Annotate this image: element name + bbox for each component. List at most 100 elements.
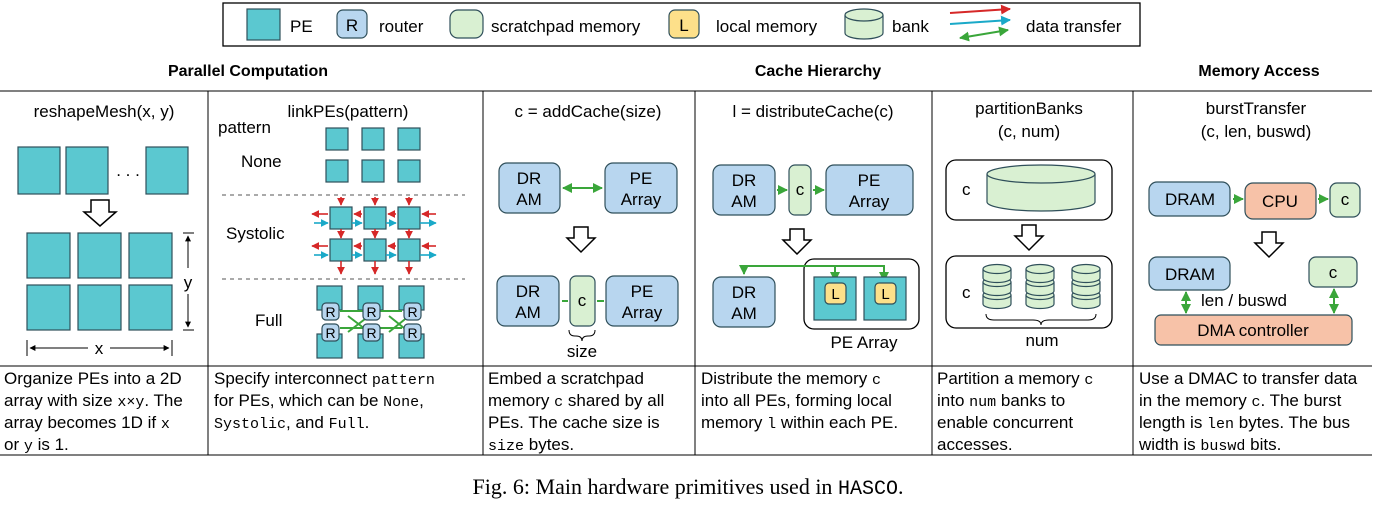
description-segment: Systolic xyxy=(214,416,286,433)
legend-local-swatch xyxy=(668,9,700,39)
description-segment: shared by all xyxy=(563,391,664,410)
pe-block xyxy=(17,146,61,195)
pe-block xyxy=(65,146,109,195)
description-segment: enable concurrent xyxy=(937,413,1073,432)
description-segment: array with size xyxy=(4,391,117,410)
description-segment: c xyxy=(872,372,881,389)
description-segment: array becomes 1D if xyxy=(4,413,161,432)
description-segment: Partition a memory xyxy=(937,369,1084,388)
description-segment: into xyxy=(937,391,969,410)
description-segment: PEs. The cache size is xyxy=(488,413,660,432)
pe-array-line-1: PE xyxy=(858,171,881,190)
description-segment: x×y xyxy=(117,394,144,411)
router-glyph: R xyxy=(407,304,417,320)
pe-block xyxy=(77,232,122,279)
pe-array-caption: PE Array xyxy=(830,333,898,352)
y-dimension-arrow xyxy=(183,232,194,331)
down-arrow-icon xyxy=(781,228,813,256)
burst-title-2: (c, len, buswd) xyxy=(1201,122,1312,141)
description-segment: memory xyxy=(488,391,554,410)
description-segment: len xyxy=(1207,416,1234,433)
dram-line-1: DR xyxy=(516,282,541,301)
description-segment: num xyxy=(969,394,996,411)
description-segment: banks to xyxy=(996,391,1065,410)
dram-line-2: AM xyxy=(731,304,757,323)
legend-pe-swatch xyxy=(246,8,281,41)
table-frame xyxy=(0,90,1372,456)
dram-box xyxy=(712,164,776,216)
description-segment: , and xyxy=(286,413,329,432)
scratchpad-c-label: c xyxy=(1341,190,1350,209)
scratchpad-c xyxy=(788,164,812,216)
down-arrow-icon xyxy=(1253,231,1285,259)
scratchpad-c-label: c xyxy=(578,291,587,310)
dma-controller-box xyxy=(1154,314,1353,346)
partition-title-2: (c, num) xyxy=(998,122,1060,141)
dram-line-2: AM xyxy=(516,190,542,209)
pattern-label: pattern xyxy=(218,118,271,137)
len-buswd-label: len / buswd xyxy=(1201,291,1287,310)
pe-block xyxy=(77,284,122,331)
x-dimension-arrow xyxy=(26,340,173,356)
ellipsis: . . . xyxy=(116,161,140,180)
scratchpad-c xyxy=(1308,256,1358,288)
bank-cylinder xyxy=(982,263,1012,284)
size-brace xyxy=(568,329,596,342)
scratchpad-c-label: c xyxy=(1329,263,1338,282)
description-segment: bytes. xyxy=(524,435,574,454)
pattern-none-label: None xyxy=(241,152,282,171)
local-memory-glyph: L xyxy=(831,286,839,303)
legend-transfer-label: data transfer xyxy=(1026,17,1122,36)
dram-line-2: AM xyxy=(731,192,757,211)
pe-block xyxy=(145,146,189,195)
description-segment: for PEs, which can be xyxy=(214,391,383,410)
legend-scratchpad-swatch xyxy=(449,9,484,39)
panel-add-cache: c = addCache(size) DR AM PE Array DR AM … xyxy=(496,102,679,361)
legend-router-swatch xyxy=(336,9,368,39)
pe-block xyxy=(26,232,71,279)
description-segment: . The burst xyxy=(1260,391,1341,410)
description-row: Organize PEs into a 2D array with size x×… xyxy=(4,369,1358,455)
caption-name: HASCO xyxy=(838,478,898,501)
addcache-title: c = addCache(size) xyxy=(515,102,662,121)
router-glyph: R xyxy=(325,325,335,341)
description-segment: None xyxy=(383,394,419,411)
pe-array-line-1: PE xyxy=(631,282,654,301)
legend-bank-label: bank xyxy=(892,17,929,36)
caption-suffix: . xyxy=(898,474,904,499)
pe-block xyxy=(26,284,71,331)
pattern-full-label: Full xyxy=(255,311,282,330)
description-segment: width is xyxy=(1138,435,1200,454)
cpu-label: CPU xyxy=(1262,192,1298,211)
partition-title-1: partitionBanks xyxy=(975,99,1083,118)
group-parallel-header: Parallel Computation xyxy=(168,63,328,80)
description-segment: . xyxy=(365,413,370,432)
dram-line-1: DR xyxy=(732,283,757,302)
none-grid xyxy=(325,127,421,183)
cpu-box xyxy=(1244,182,1317,220)
down-arrow-icon xyxy=(565,226,597,254)
bank-stacks xyxy=(982,263,1101,310)
description-segment: into all PEs, forming local xyxy=(701,391,892,410)
desc-reshape: Organize PEs into a 2D array with size x×… xyxy=(4,369,183,455)
description-segment: within each PE. xyxy=(776,413,898,432)
panel-reshape-mesh: reshapeMesh(x, y) . . . y x xyxy=(17,102,194,358)
description-segment: c xyxy=(1084,372,1093,389)
full-grid: R R R R R R xyxy=(316,285,425,359)
legend-pe-label: PE xyxy=(290,17,313,36)
x-label: x xyxy=(95,339,104,358)
pe-block xyxy=(128,232,173,279)
description-segment: Full xyxy=(329,416,365,433)
router-glyph: R xyxy=(325,304,335,320)
legend-transfer-arrows xyxy=(949,4,1011,42)
pe-array-box xyxy=(825,164,914,216)
scratchpad-c xyxy=(1329,182,1361,218)
legend-local-label: local memory xyxy=(716,17,818,36)
description-segment: Organize PEs into a 2D xyxy=(4,369,182,388)
description-segment: . The xyxy=(144,391,182,410)
bank-cylinder xyxy=(1071,263,1101,284)
dram-line-2: AM xyxy=(515,303,541,322)
group-cache-header: Cache Hierarchy xyxy=(755,63,881,80)
description-segment: y xyxy=(24,438,33,455)
